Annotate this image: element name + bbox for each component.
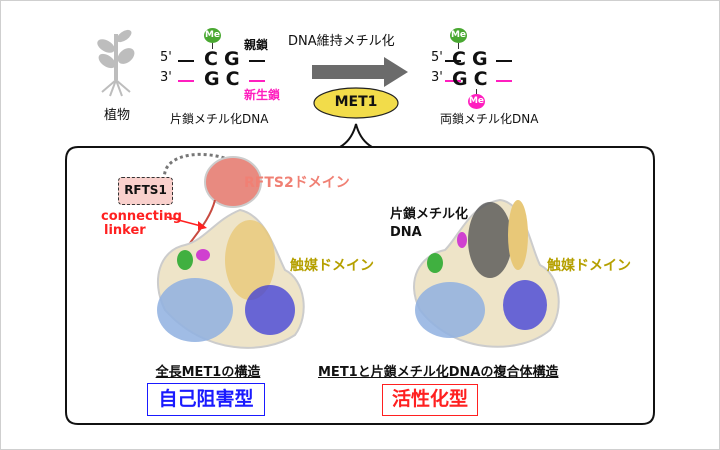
met1-dna-complex-structure (413, 198, 560, 348)
linker-arrow-icon (166, 216, 207, 230)
linker-label-1: connecting (101, 209, 182, 224)
parent-strand-label: 親鎖 (244, 38, 269, 52)
prime3-label: 3' (160, 70, 172, 85)
methyl-badge-magenta: Me (468, 94, 485, 109)
linker-label-2: linker (104, 223, 146, 238)
prime3-label: 3' (431, 70, 443, 85)
right-dna-caption: 両鎖メチル化DNA (440, 112, 539, 126)
met1-ellipse (313, 87, 399, 119)
met1-label: MET1 (334, 94, 378, 110)
left-dna-caption: 片鎖メチル化DNA (170, 112, 269, 126)
prime5-label: 5' (160, 50, 172, 65)
methyl-badge-green: Me (204, 28, 221, 43)
catalytic-domain-label-right: 触媒ドメイン (547, 258, 631, 274)
process-label: DNA維持メチル化 (288, 34, 395, 49)
left-top-strand: CG (204, 48, 246, 70)
dna-label-2: DNA (390, 225, 422, 240)
nascent-strand-label: 新生鎖 (244, 88, 281, 102)
left-bottom-strand: GC (204, 68, 246, 90)
methyl-badge-green: Me (450, 28, 467, 43)
rfts2-label: RFTS2ドメイン (244, 175, 350, 191)
rfts1-box: RFTS1 (118, 177, 173, 205)
active-state-box: 活性化型 (382, 384, 478, 416)
right-arrow-icon (312, 57, 408, 87)
plant-label: 植物 (104, 108, 131, 123)
prime5-label: 5' (431, 50, 443, 65)
right-structure-title: MET1と片鎖メチル化DNAの複合体構造 (318, 365, 559, 380)
plant-icon (97, 29, 135, 97)
left-structure-title: 全長MET1の構造 (155, 365, 261, 380)
dna-label-1: 片鎖メチル化 (390, 207, 469, 222)
right-top-strand: CG (452, 48, 494, 70)
autoinhibited-state-box: 自己阻害型 (147, 383, 265, 416)
full-length-met1-structure (156, 152, 305, 349)
right-bottom-strand: GC (452, 68, 494, 90)
catalytic-domain-label: 触媒ドメイン (290, 258, 374, 274)
